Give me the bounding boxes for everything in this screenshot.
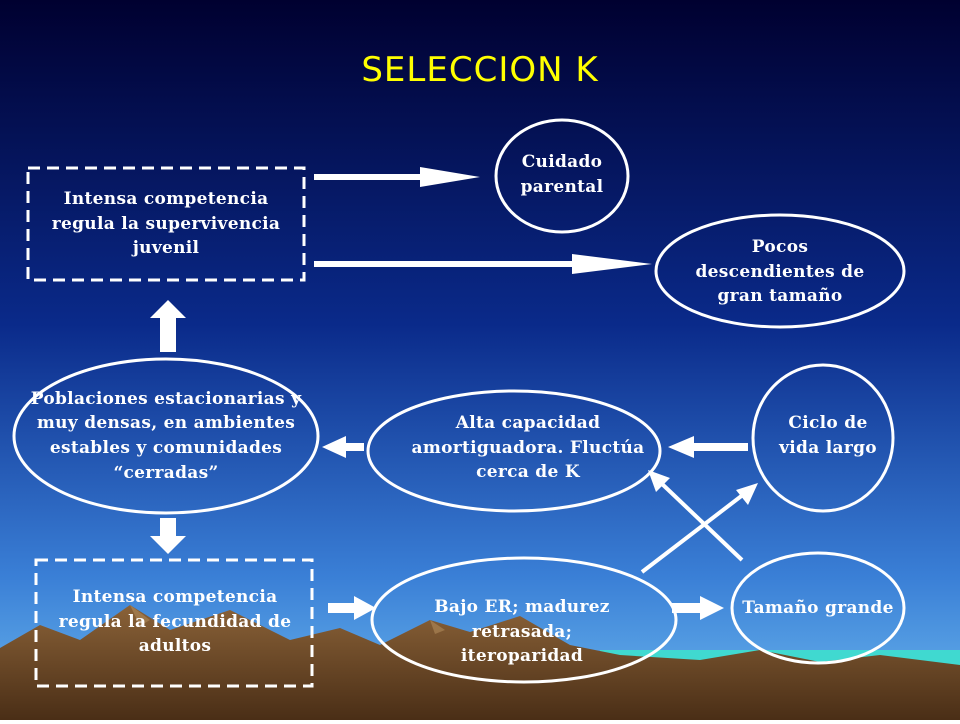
ellipse-stationary-populations — [12, 357, 320, 515]
arrow-up-to-juvenile-box — [150, 300, 186, 352]
ellipse-buffer-capacity — [366, 389, 662, 513]
arrow-capacity-to-populations — [322, 436, 364, 458]
slide-title: SELECCION K — [361, 50, 599, 90]
arrow-adults-to-er — [328, 596, 376, 620]
label-parental-care: Cuidado parental — [520, 152, 604, 197]
arrow-to-few-offspring — [314, 254, 652, 274]
arrow-to-parental-care — [314, 167, 480, 187]
arrowhead-capacity — [648, 470, 670, 492]
ellipse-few-offspring — [654, 213, 906, 329]
ellipse-large-size — [730, 551, 906, 665]
ellipse-long-lifecycle — [751, 363, 895, 513]
label-buffer-capacity: Alta capacidad amortiguadora. Fluctúa ce… — [411, 413, 645, 483]
label-stationary-populations: Poblaciones estacionarias y muy densas, … — [30, 388, 302, 483]
label-large-size: Tamaño grande — [742, 597, 894, 618]
label-long-lifecycle: Ciclo de vida largo — [779, 413, 877, 458]
arrow-er-to-size — [672, 596, 724, 620]
arrowhead-lifecycle — [736, 483, 758, 505]
arrow-down-to-adult-box — [150, 518, 186, 554]
label-adult-competition: Intensa competencia regula la fecundidad… — [58, 587, 292, 657]
arrow-lifecycle-to-capacity — [668, 436, 748, 458]
label-low-er: Bajo ER; madurez retrasada; iteroparidad — [434, 597, 610, 667]
arrow-size-to-capacity — [658, 480, 744, 562]
mountain-range — [0, 605, 960, 720]
box-juvenile-competition — [26, 166, 306, 282]
label-juvenile-competition: Intensa competencia regula la superviven… — [51, 189, 281, 259]
arrow-er-to-lifecycle — [640, 492, 746, 574]
ellipse-low-er — [370, 556, 678, 684]
box-adult-competition — [34, 558, 314, 688]
label-few-offspring: Pocos descendientes de gran tamaño — [695, 237, 865, 307]
ellipse-parental-care — [494, 118, 630, 234]
